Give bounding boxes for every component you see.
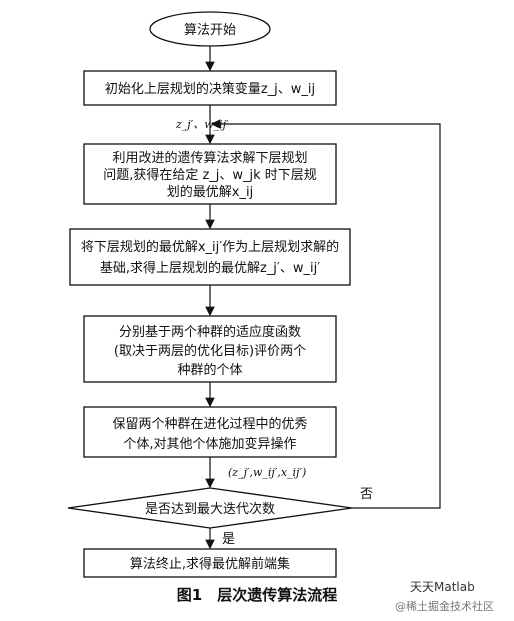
start-label: 算法开始 [184,23,236,38]
watermark-site: @稀土掘金技术社区 [395,600,494,613]
lower-level-box [83,143,337,205]
upper-level-line2: 基础,求得上层规划的最优解z_j′、w_ij′ [100,260,320,276]
no-label: 否 [360,487,373,502]
evaluate-box [83,315,337,383]
lower-level-line3: 划的最优解x_ij [167,184,253,200]
watermark-title: 天天Matlab [410,580,475,594]
decision-label: 是否达到最大迭代次数 [145,501,275,517]
triplet-label: (z_j′,w_ij′,x_ij′) [228,466,306,479]
end-label: 算法终止,求得最优解前端集 [130,556,290,572]
upper-level-box [69,228,351,286]
init-label: 初始化上层规划的决策变量z_j、w_ij [105,81,315,97]
mutation-line1: 保留两个种群在进化过程中的优秀 [112,416,307,432]
figure-caption: 图1 层次遗传算法流程 [176,586,338,604]
evaluate-line1: 分别基于两个种群的适应度函数 [119,324,301,340]
arrow-no-loop [210,119,441,509]
lower-level-line2: 问题,获得在给定 z_j、w_jk 时下层规 [103,167,317,183]
lower-level-line1: 利用改进的遗传算法求解下层规划 [112,150,307,166]
init-box [83,70,337,106]
evaluate-line3: 种群的个体 [177,362,242,378]
mutation-line2: 个体,对其他个体施加变异操作 [123,436,296,452]
end-box [83,548,337,578]
upper-level-line1: 将下层规划的最优解x_ij′作为上层规划求解的 [81,239,339,255]
yes-label: 是 [222,532,235,547]
evaluate-line2: (取决于两层的优化目标)评价两个 [114,343,306,359]
mutation-box [83,406,337,458]
